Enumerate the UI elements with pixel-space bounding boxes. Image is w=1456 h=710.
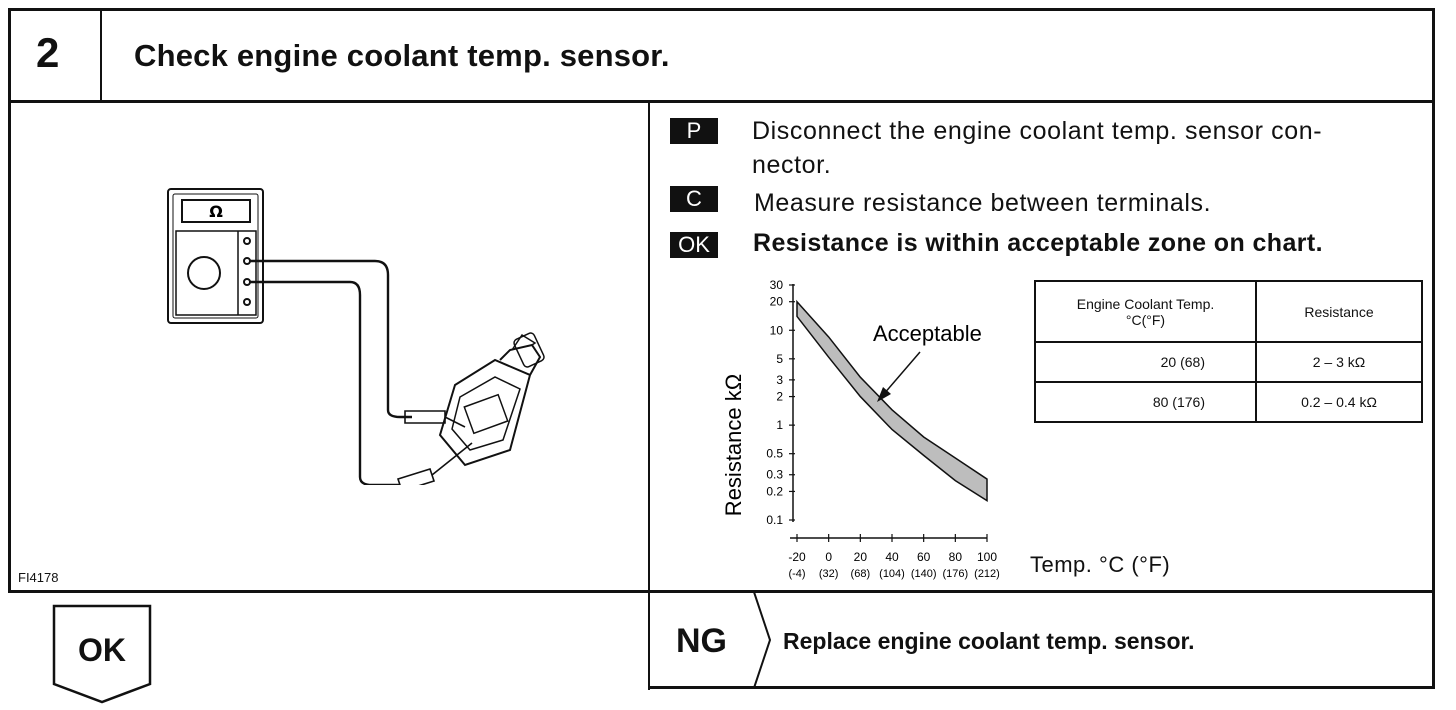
- frame-left: [8, 8, 11, 593]
- x-tick-label-f: (176): [942, 568, 968, 580]
- step-number: 2: [36, 29, 60, 76]
- annotation-arrow-line: [882, 351, 921, 396]
- x-tick-label-c: 80: [949, 550, 963, 564]
- y-tick-label: 1: [776, 418, 783, 432]
- x-tick-label-c: 40: [885, 550, 899, 564]
- table-header-row: Engine Coolant Temp. °C(°F) Resistance: [1034, 280, 1423, 343]
- table-cell-resistance: 0.2 – 0.4 kΩ: [1255, 381, 1423, 423]
- badge-ok: OK: [670, 232, 718, 258]
- ok-label: OK: [78, 632, 126, 668]
- acceptable-band: [796, 299, 988, 502]
- ohmmeter-illustration: Ω: [167, 188, 545, 485]
- resistance-chart: Resistance kΩ Acceptable 30 20 10 5 3 2 1 0.5 0.…: [721, 278, 1000, 580]
- table-header-temp: Engine Coolant Temp. °C(°F): [1034, 280, 1257, 343]
- instruction-ok: Resistance is within acceptable zone on …: [753, 229, 1323, 257]
- chart-annotation: Acceptable: [873, 321, 982, 346]
- chart-ylabel: Resistance kΩ: [721, 374, 746, 516]
- coolant-sensor-icon: [438, 332, 545, 467]
- spec-table: Engine Coolant Temp. °C(°F) Resistance 2…: [1034, 280, 1423, 423]
- table-cell-temp: 80 (176): [1034, 381, 1257, 423]
- x-tick-label-c: 0: [825, 550, 832, 564]
- table-row: 80 (176) 0.2 – 0.4 kΩ: [1034, 381, 1423, 423]
- y-tick-label: 10: [770, 323, 784, 337]
- x-tick-label-c: 20: [854, 550, 868, 564]
- figure-divider: [648, 100, 650, 690]
- ng-chevron-icon: [753, 592, 772, 688]
- y-tick-label: 3: [776, 373, 783, 387]
- badge-check: C: [670, 186, 718, 212]
- header-divider: [8, 100, 1435, 103]
- y-tick-label: 30: [770, 278, 784, 292]
- frame-right: [1432, 8, 1435, 688]
- y-tick-label: 2: [776, 390, 783, 404]
- x-tick-label-f: (32): [819, 568, 839, 580]
- chart-xlabel: Temp. °C (°F): [1030, 552, 1171, 577]
- table-row: 20 (68) 2 – 3 kΩ: [1034, 341, 1423, 383]
- step-title: Check engine coolant temp. sensor.: [134, 38, 670, 73]
- meter-ohm-symbol: Ω: [209, 202, 223, 221]
- table-header-resistance: Resistance: [1255, 280, 1423, 343]
- y-tick-label: 5: [776, 352, 783, 366]
- table-cell-temp: 20 (68): [1034, 341, 1257, 383]
- y-tick-label: 0.1: [766, 513, 783, 527]
- ng-action: Replace engine coolant temp. sensor.: [783, 628, 1195, 654]
- table-cell-resistance: 2 – 3 kΩ: [1255, 341, 1423, 383]
- x-tick-label-c: 100: [977, 550, 997, 564]
- step-number-divider: [100, 8, 102, 102]
- x-tick-label-f: (-4): [788, 568, 805, 580]
- x-tick-label-f: (68): [851, 568, 871, 580]
- x-tick-label-f: (140): [911, 568, 937, 580]
- y-tick-label: 20: [770, 295, 784, 309]
- y-tick-label: 0.2: [766, 484, 783, 498]
- content-bottom: [8, 590, 1435, 593]
- ng-box-bottom: [648, 686, 1435, 689]
- badge-procedure: P: [670, 118, 718, 144]
- instruction-procedure-line1: Disconnect the engine coolant temp. sens…: [752, 117, 1323, 145]
- frame-top: [8, 8, 1435, 11]
- instruction-procedure-line2: nector.: [752, 151, 832, 179]
- x-tick-label-c: 60: [917, 550, 931, 564]
- y-tick-label: 0.5: [766, 447, 783, 461]
- annotation-arrow-head: [877, 387, 891, 402]
- x-tick-label-f: (104): [879, 568, 905, 580]
- instruction-check: Measure resistance between terminals.: [754, 189, 1212, 217]
- figure-id: FI4178: [18, 570, 59, 585]
- ok-arrow-box: [52, 604, 152, 704]
- y-tick-label: 0.3: [766, 468, 783, 482]
- x-tick-label-f: (212): [974, 568, 1000, 580]
- ng-label: NG: [676, 622, 727, 660]
- x-tick-label-c: -20: [788, 550, 806, 564]
